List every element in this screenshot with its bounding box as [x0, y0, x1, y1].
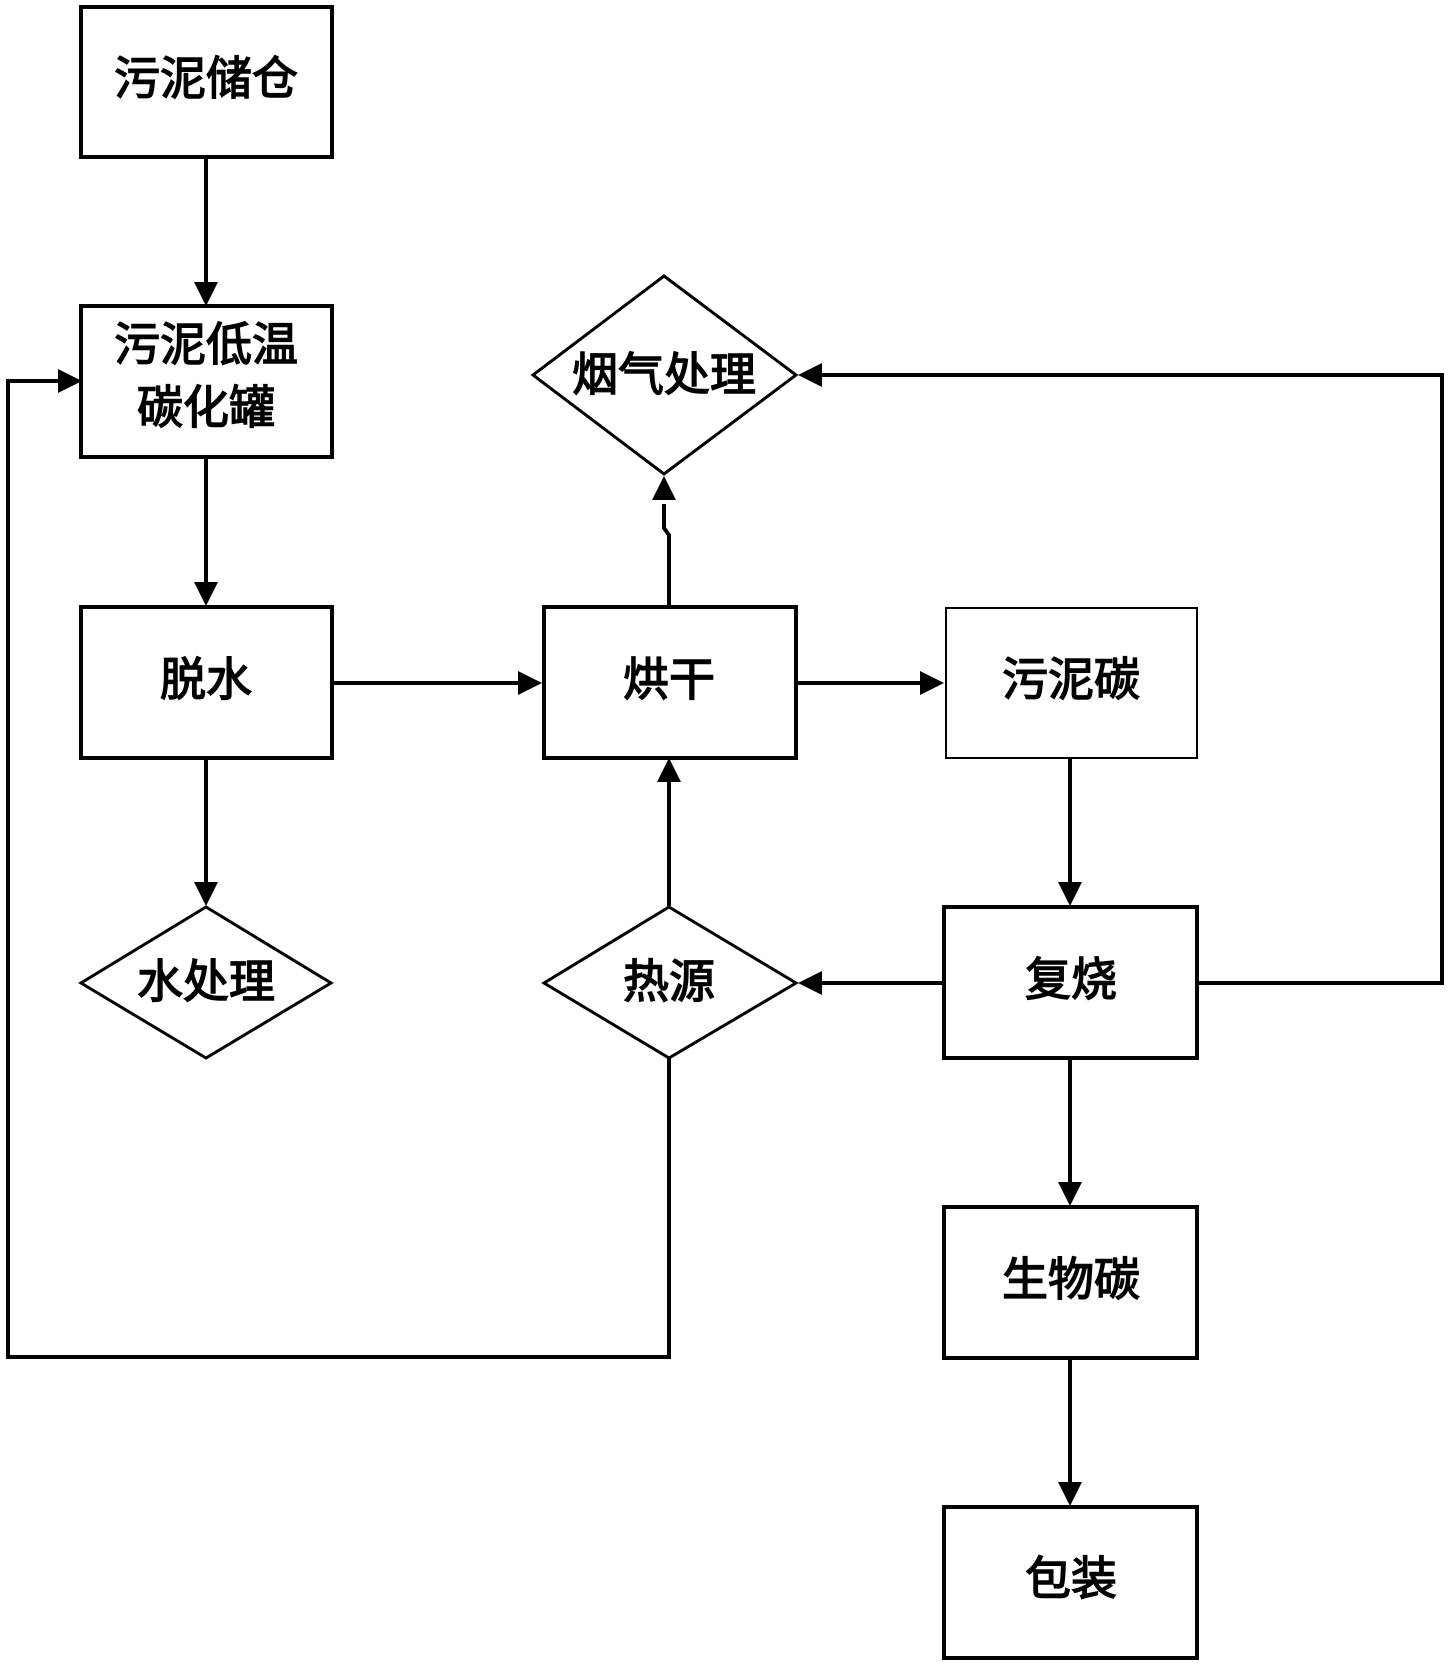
arrowhead-dewatering-to-water-treatment [194, 882, 218, 906]
node-heat-source: 热源 [541, 905, 799, 1060]
node-drying-label: 烘干 [623, 653, 715, 707]
node-water-treatment-label: 水处理 [137, 955, 275, 1009]
edge-drying-to-flue-gas [662, 504, 671, 607]
arrowhead-tank-to-dewatering [194, 582, 218, 606]
node-carbonization-tank: 污泥低温 碳化罐 [79, 304, 334, 459]
node-carbonization-tank-label-line2: 碳化罐 [137, 381, 275, 435]
arrowhead-reburning-to-heat-source [798, 971, 822, 995]
node-carbonization-tank-label-line1: 污泥低温 [114, 318, 298, 372]
edges [6, 157, 1444, 1506]
node-biochar: 生物碳 [942, 1205, 1199, 1360]
arrowhead-drying-to-sludge-carbon [920, 671, 944, 695]
arrowhead-heat-source-to-tank [58, 369, 82, 393]
node-flue-gas-treatment: 烟气处理 [530, 274, 799, 476]
node-dewatering: 脱水 [79, 605, 334, 760]
node-sludge-carbon: 污泥碳 [945, 607, 1198, 759]
node-heat-source-label: 热源 [623, 955, 715, 1009]
node-packaging-label: 包装 [1025, 1552, 1117, 1606]
node-flue-gas-treatment-label: 烟气处理 [572, 348, 756, 402]
node-drying: 烘干 [542, 605, 798, 760]
node-sludge-storage: 污泥储仓 [79, 5, 334, 159]
node-dewatering-label: 脱水 [160, 653, 253, 707]
node-packaging: 包装 [942, 1505, 1199, 1660]
arrowhead-sludge-carbon-to-reburning [1058, 882, 1082, 906]
arrowhead-storage-to-tank [194, 282, 218, 306]
node-water-treatment: 水处理 [78, 905, 334, 1060]
node-reburning: 复烧 [942, 905, 1199, 1060]
edge-heat-source-to-tank [6, 379, 671, 1359]
arrowhead-drying-to-flue-gas [652, 476, 676, 500]
arrowhead-dewatering-to-drying [518, 671, 542, 695]
edge-reburning-to-flue-gas [818, 373, 1444, 985]
node-sludge-storage-label: 污泥储仓 [114, 52, 299, 106]
arrowhead-biochar-to-packaging [1058, 1482, 1082, 1506]
arrowhead-reburning-to-biochar [1058, 1182, 1082, 1206]
node-sludge-carbon-label: 污泥碳 [1002, 653, 1141, 707]
arrowhead-heat-source-to-drying [657, 758, 681, 782]
node-biochar-label: 生物碳 [1002, 1253, 1141, 1307]
node-reburning-label: 复烧 [1025, 953, 1117, 1007]
arrowhead-reburning-to-flue-gas [798, 363, 822, 387]
